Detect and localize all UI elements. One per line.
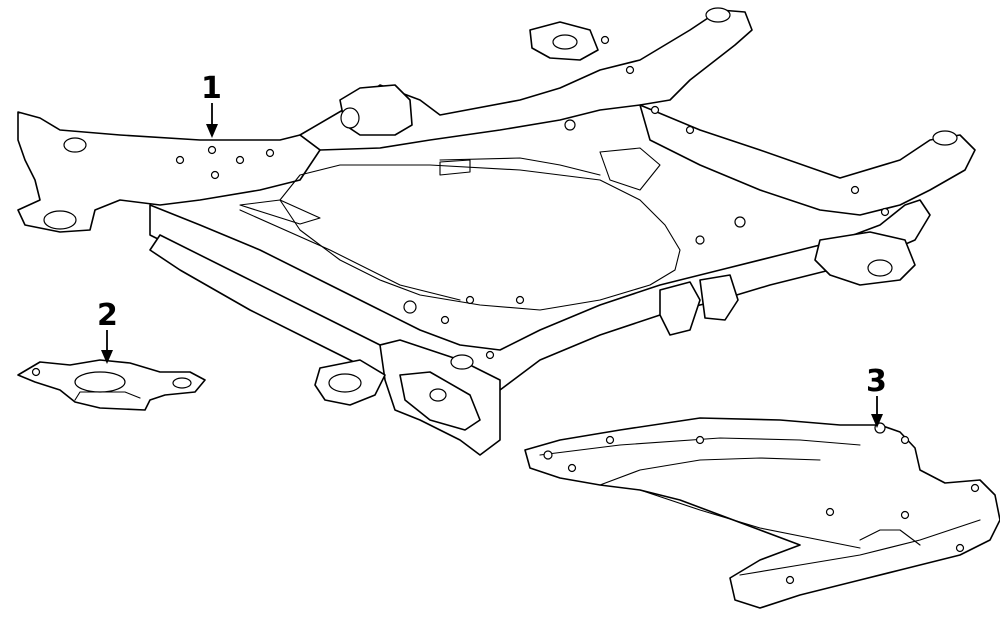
callout-2-label: 2 — [97, 298, 118, 333]
under-cover-holes — [543, 422, 980, 585]
callout-3-label: 3 — [866, 364, 887, 399]
bracket-part[interactable] — [17, 359, 206, 411]
callout-1: 1 — [201, 71, 222, 138]
callout-3-arrow — [871, 414, 883, 428]
crossmember-holes — [175, 35, 890, 360]
callout-3: 3 — [866, 364, 887, 428]
callout-2: 2 — [97, 298, 118, 364]
crossmember-part[interactable] — [17, 7, 976, 456]
callout-1-label: 1 — [201, 71, 222, 106]
under-cover-part[interactable] — [524, 417, 1000, 609]
callout-2-arrow — [101, 350, 113, 364]
callout-1-arrow — [206, 124, 218, 138]
